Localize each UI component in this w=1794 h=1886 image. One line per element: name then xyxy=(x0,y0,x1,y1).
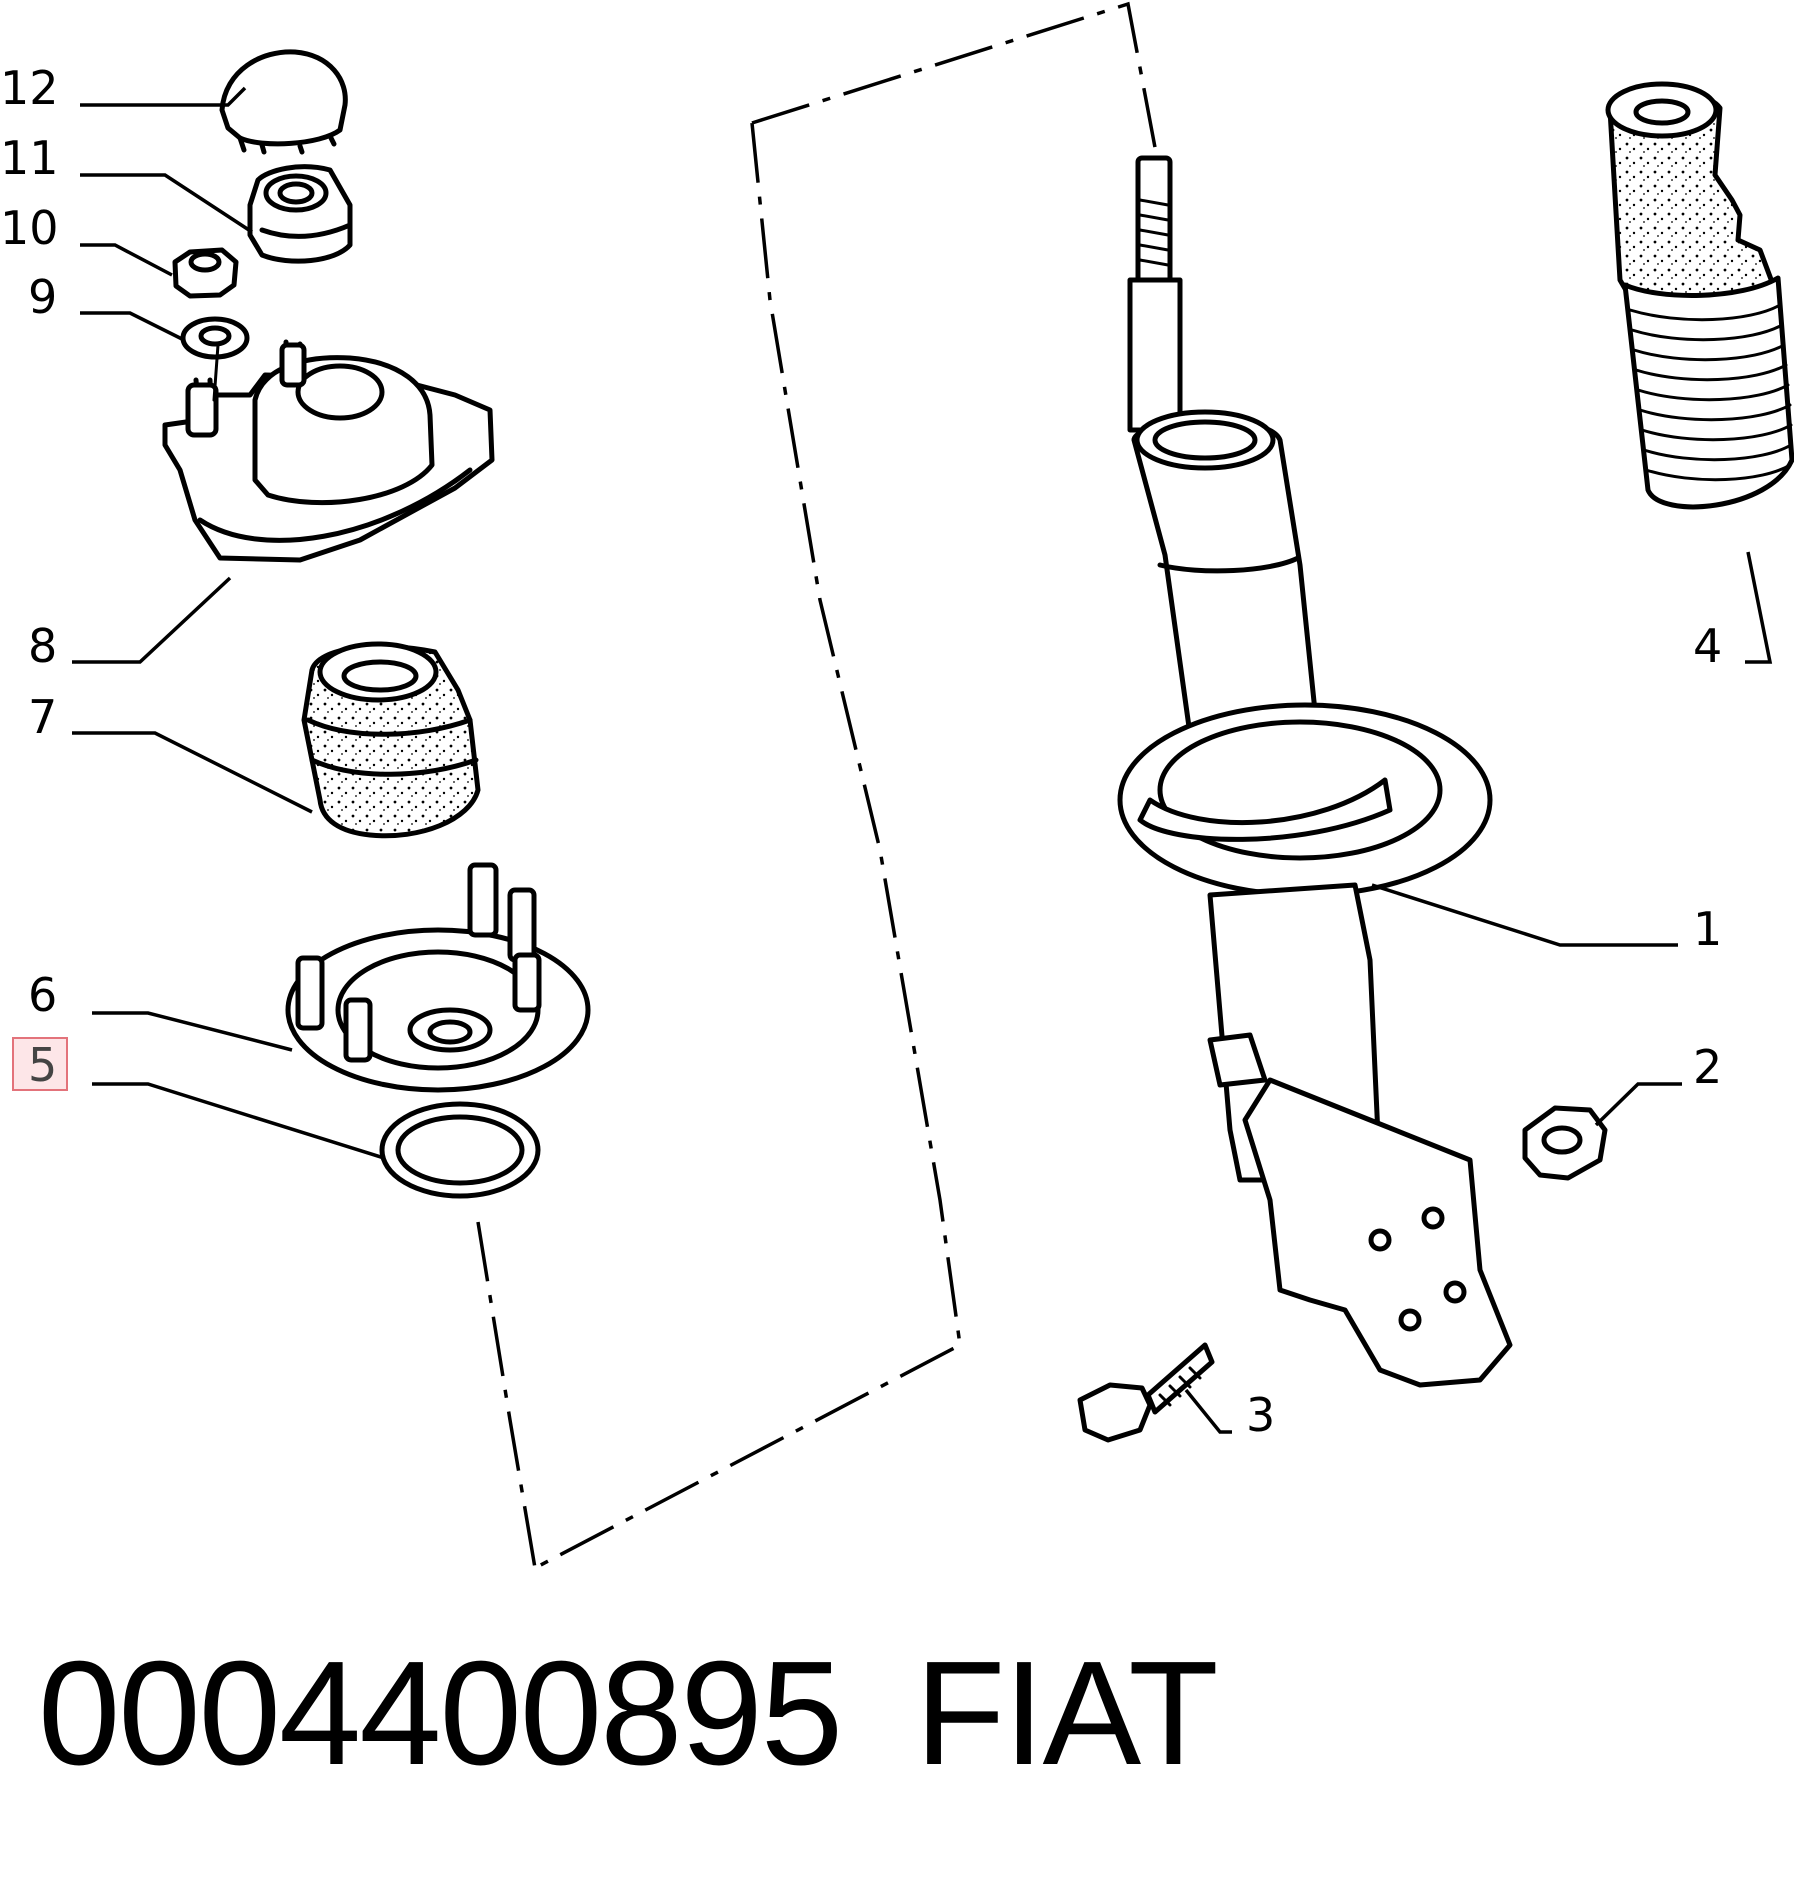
leader-12 xyxy=(80,86,247,107)
part-11-bushing xyxy=(247,164,353,264)
part-2-nut xyxy=(1522,1105,1608,1181)
part-4-dust-boot xyxy=(1605,81,1794,510)
highlight-box-5 xyxy=(12,1037,68,1091)
leader-8 xyxy=(72,576,232,664)
part-3-bolt xyxy=(1077,1342,1215,1443)
part-12-cap xyxy=(219,49,348,155)
callout-11: 11 xyxy=(0,131,59,185)
leader-6 xyxy=(92,1011,293,1052)
callout-2: 2 xyxy=(1693,1040,1723,1094)
callout-9: 9 xyxy=(28,270,58,324)
leader-1 xyxy=(1371,883,1678,947)
leader-11 xyxy=(80,173,253,234)
leader-lines xyxy=(72,86,1773,1434)
leader-7 xyxy=(72,731,313,814)
part-7-bump-stop xyxy=(301,641,481,839)
leader-4 xyxy=(1745,551,1773,664)
part-5-ring xyxy=(379,1101,541,1199)
callout-8: 8 xyxy=(28,619,58,673)
callout-10: 10 xyxy=(0,201,59,255)
leader-10 xyxy=(80,243,173,277)
part-1-strut xyxy=(1117,155,1513,1388)
part-9-washer xyxy=(180,316,250,360)
callout-4: 4 xyxy=(1693,619,1723,673)
part-8-upper-mount xyxy=(162,339,495,563)
leader-5 xyxy=(92,1082,385,1160)
part-number: 0004400895 xyxy=(38,1631,843,1796)
brand-name: FIAT xyxy=(915,1631,1219,1796)
callout-5: 5 xyxy=(28,1038,58,1092)
callout-6: 6 xyxy=(28,968,58,1022)
leader-2 xyxy=(1594,1082,1682,1127)
callout-3: 3 xyxy=(1246,1388,1276,1442)
callout-1: 1 xyxy=(1693,902,1723,956)
leader-3 xyxy=(1184,1388,1232,1434)
callout-7: 7 xyxy=(28,690,58,744)
part-6-lower-mount xyxy=(285,862,591,1093)
part-10-nut xyxy=(172,247,239,299)
leader-9 xyxy=(80,311,185,342)
callout-12: 12 xyxy=(0,61,59,115)
